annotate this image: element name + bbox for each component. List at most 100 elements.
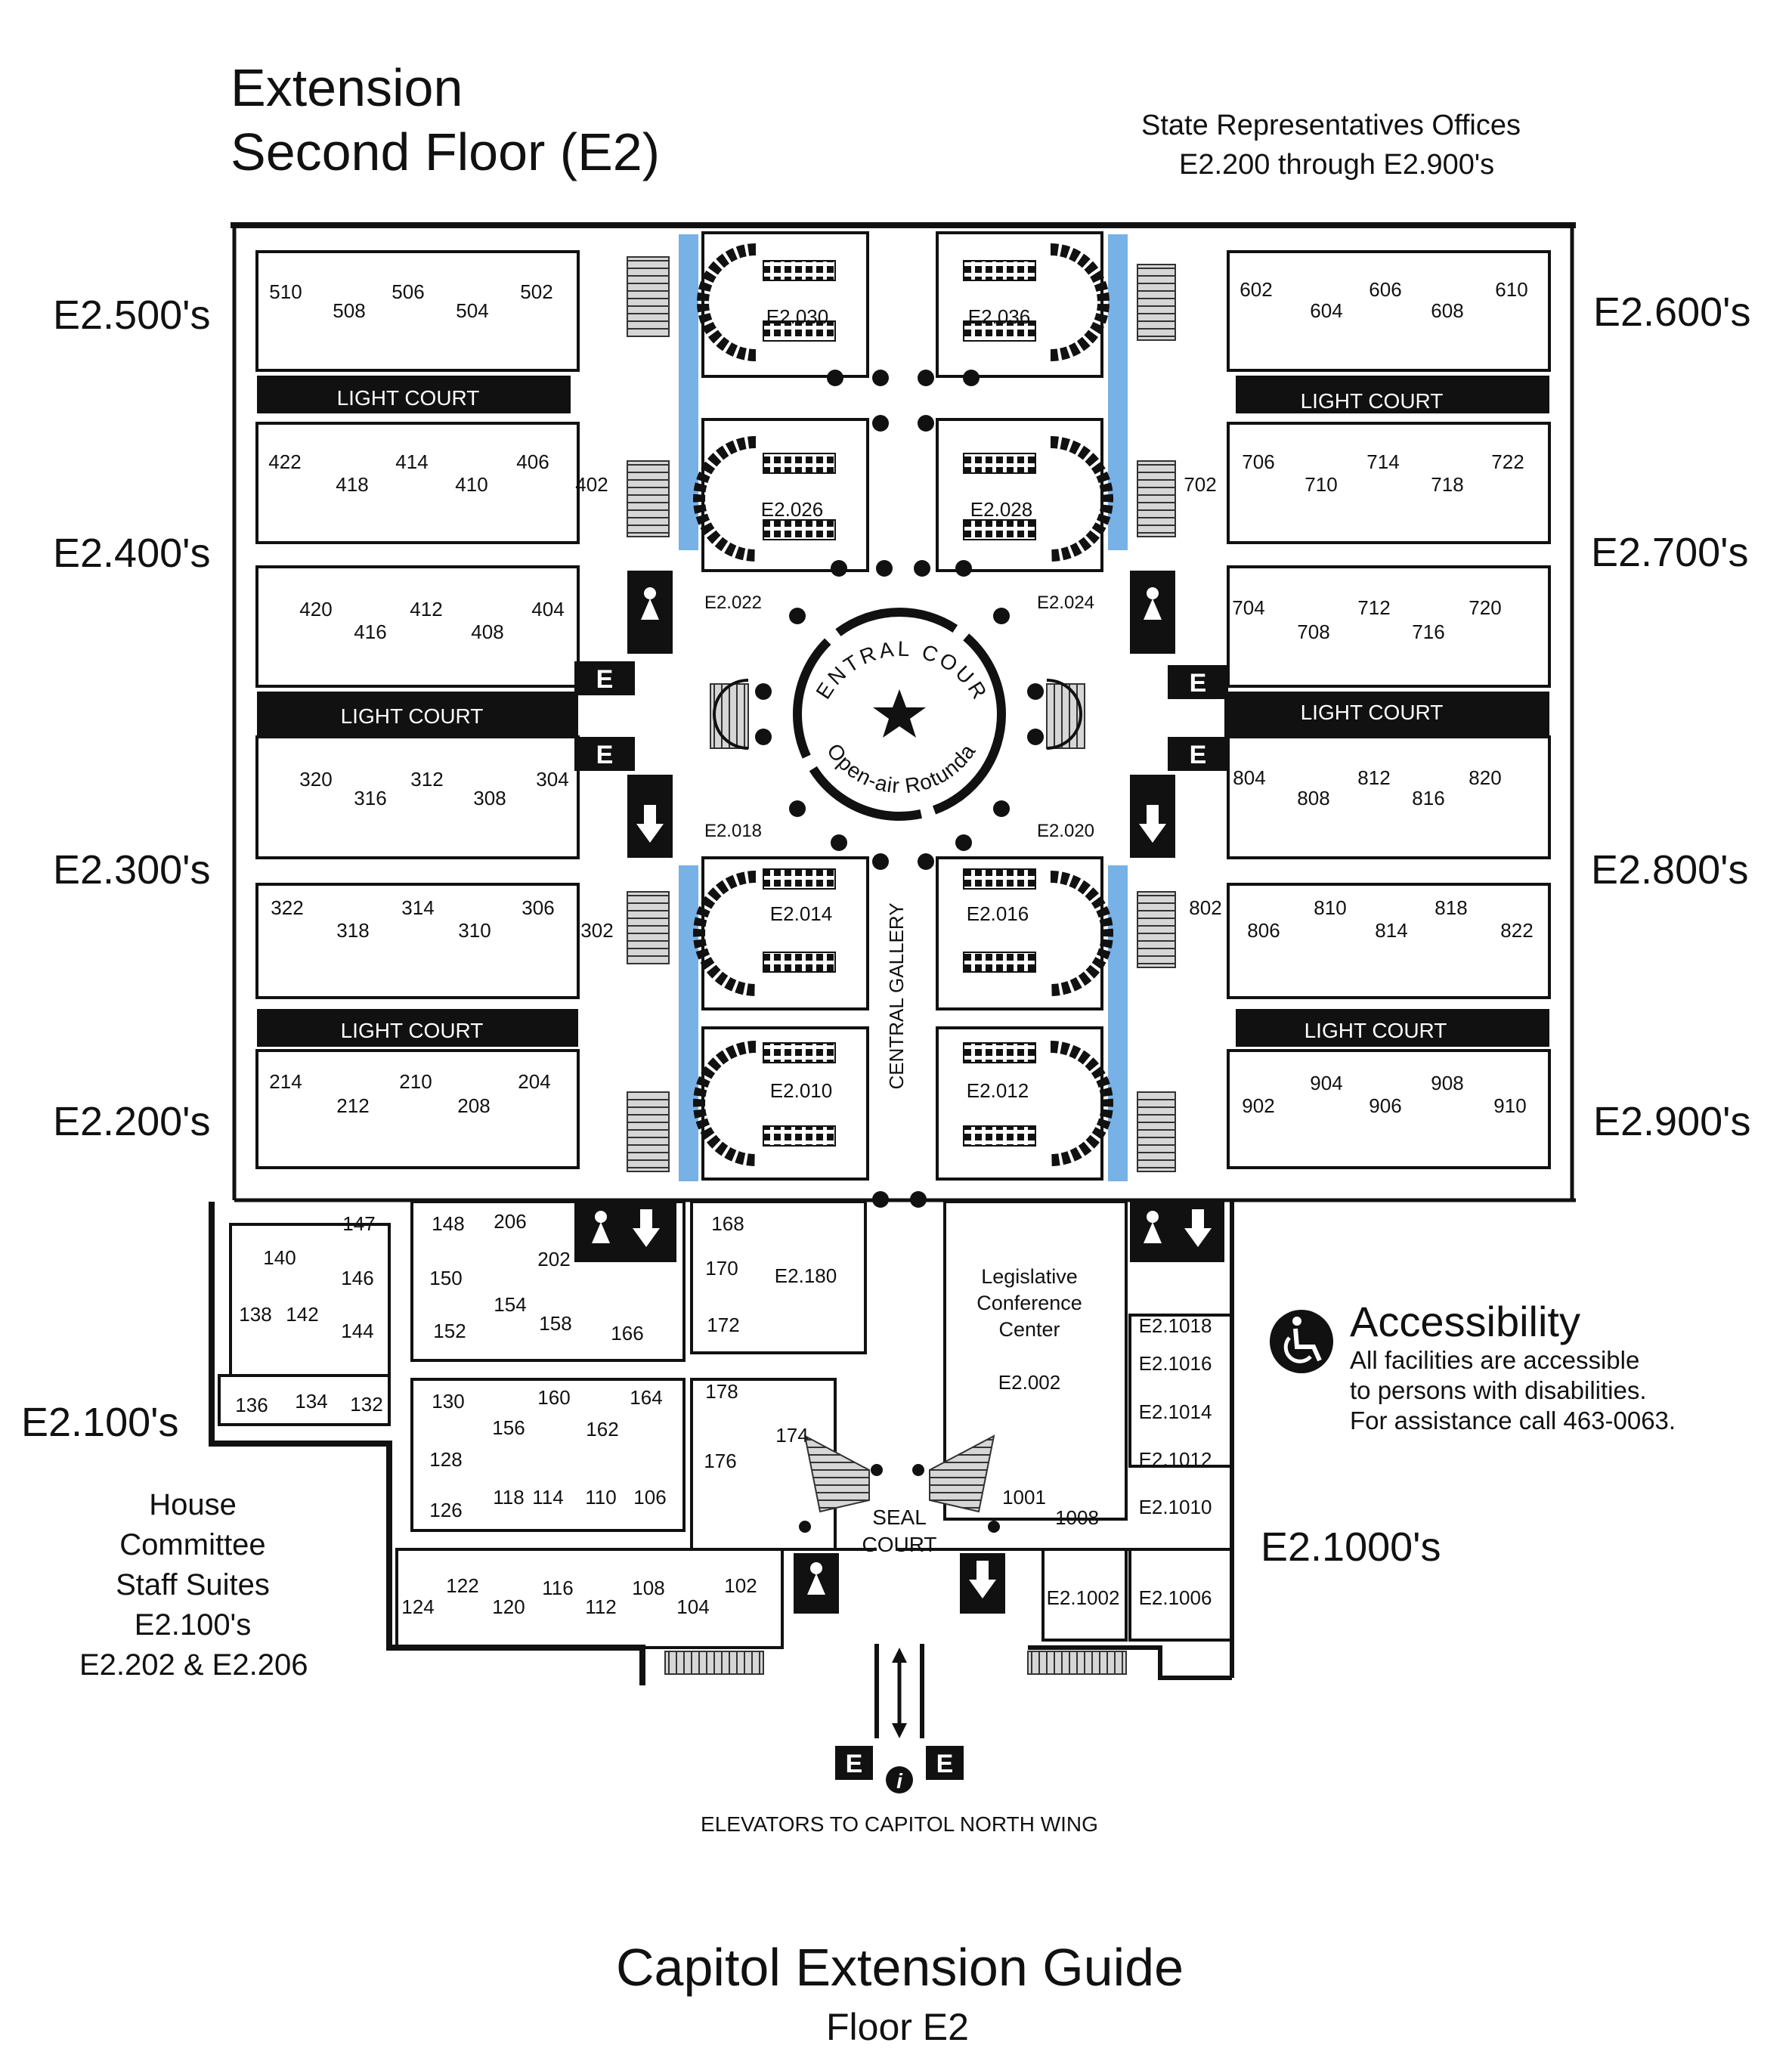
room-label: 1001 bbox=[1002, 1486, 1046, 1509]
wing-label-700: E2.700's bbox=[1591, 530, 1749, 575]
room-label: E2.036 bbox=[968, 305, 1030, 328]
room-label: E2.022 bbox=[704, 593, 762, 613]
room-label: E2.026 bbox=[761, 498, 823, 521]
room-label: 308 bbox=[473, 787, 506, 809]
restroom-and-elevator-icons bbox=[592, 587, 1212, 1598]
room-label: 1008 bbox=[1055, 1506, 1099, 1529]
room-label: 140 bbox=[263, 1246, 296, 1269]
wing-label-800: E2.800's bbox=[1591, 847, 1749, 893]
room-label: 132 bbox=[350, 1393, 382, 1416]
down-arrow-icon bbox=[636, 805, 664, 843]
room-label: 150 bbox=[429, 1267, 462, 1289]
elevator-shaft-walls bbox=[874, 1644, 924, 1738]
restroom-women-icon bbox=[1144, 1211, 1162, 1243]
central-court bbox=[793, 608, 1006, 821]
room-label: 712 bbox=[1357, 596, 1390, 619]
reps-heading-line1: State Representatives Offices bbox=[1141, 110, 1521, 141]
room-label: 320 bbox=[299, 768, 332, 791]
accessibility-line: to persons with disabilities. bbox=[1350, 1376, 1647, 1404]
elevator-icon: E bbox=[596, 665, 614, 694]
room-label: 706 bbox=[1242, 450, 1274, 473]
room-label: 806 bbox=[1247, 919, 1280, 942]
house-committee-line: Committee bbox=[119, 1528, 266, 1561]
wing-label-100: E2.100's bbox=[21, 1400, 179, 1445]
room-label: 152 bbox=[433, 1320, 466, 1342]
room-label: 160 bbox=[537, 1386, 570, 1409]
star-icon bbox=[873, 689, 926, 738]
corner-room-labels: E2.022 E2.024 E2.018 E2.020 bbox=[704, 593, 1094, 841]
room-label: 158 bbox=[539, 1312, 571, 1335]
room-label: 210 bbox=[399, 1070, 432, 1093]
footer-title: Capitol Extension Guide bbox=[616, 1938, 1184, 1997]
room-label: 606 bbox=[1369, 278, 1401, 301]
down-arrow-icon bbox=[1139, 805, 1166, 843]
wing-label-400: E2.400's bbox=[53, 531, 211, 576]
elevator-e-labels: E E E E E E bbox=[596, 665, 1207, 1778]
room-label: 204 bbox=[518, 1070, 550, 1093]
room-label: 162 bbox=[586, 1418, 618, 1441]
room-label: E2.030 bbox=[766, 305, 828, 328]
light-court-label: LIGHT COURT bbox=[1301, 389, 1444, 413]
wing-label-1000: E2.1000's bbox=[1261, 1524, 1441, 1570]
room-label: E2.012 bbox=[967, 1079, 1029, 1102]
svg-text:i: i bbox=[896, 1769, 903, 1793]
house-committee-line: House bbox=[149, 1488, 237, 1521]
room-label: 714 bbox=[1366, 450, 1399, 473]
svg-text:Open-air Rotunda: Open-air Rotunda bbox=[822, 739, 980, 797]
room-label: 720 bbox=[1469, 596, 1501, 619]
room-label: 602 bbox=[1240, 278, 1272, 301]
room-label: 604 bbox=[1310, 299, 1342, 322]
light-court-label: LIGHT COURT bbox=[341, 1019, 484, 1042]
conference-label: Center bbox=[998, 1318, 1060, 1341]
room-label: 412 bbox=[410, 598, 442, 620]
seal-court-label: COURT bbox=[862, 1533, 936, 1556]
house-committee-note: House Committee Staff Suites E2.100's E2… bbox=[79, 1485, 308, 1685]
restroom-women-icon bbox=[641, 587, 659, 620]
room-label: 147 bbox=[342, 1212, 375, 1235]
room-label: 120 bbox=[492, 1595, 525, 1618]
house-committee-line: Staff Suites bbox=[116, 1568, 270, 1602]
room-label: 322 bbox=[271, 896, 303, 919]
svg-text:CENTRAL COURT: CENTRAL COURT bbox=[0, 0, 992, 705]
room-label: 906 bbox=[1369, 1094, 1401, 1117]
reps-heading-line2: E2.200 through E2.900's bbox=[1179, 149, 1495, 181]
office-room-labels: 5105085065045024224184144104064024204164… bbox=[235, 278, 1533, 1618]
light-court-label: LIGHT COURT bbox=[337, 386, 480, 410]
room-label: 810 bbox=[1314, 896, 1346, 919]
columns bbox=[755, 370, 1044, 1533]
room-label: 116 bbox=[542, 1577, 573, 1599]
room-label: 902 bbox=[1242, 1094, 1274, 1117]
room-label: 502 bbox=[520, 280, 552, 303]
room-label: E2.024 bbox=[1037, 593, 1094, 613]
conference-label: Legislative bbox=[981, 1265, 1078, 1288]
room-label: 206 bbox=[494, 1210, 526, 1233]
accessibility-body: All facilities are accessible to persons… bbox=[1350, 1345, 1676, 1436]
footer-subtitle: Floor E2 bbox=[826, 2006, 969, 2048]
room-label: E2.180 bbox=[775, 1264, 837, 1287]
room-label: 138 bbox=[239, 1303, 271, 1326]
room-label: 148 bbox=[432, 1212, 464, 1235]
room-label: 144 bbox=[341, 1320, 373, 1342]
room-label: 110 bbox=[585, 1486, 616, 1509]
room-label: 106 bbox=[633, 1486, 666, 1509]
wing-label-200: E2.200's bbox=[53, 1099, 211, 1144]
accessibility-line: For assistance call 463-0063. bbox=[1350, 1407, 1676, 1434]
service-blocks bbox=[574, 571, 1228, 1780]
light-court-labels: LIGHT COURT LIGHT COURT LIGHT COURT LIGH… bbox=[337, 386, 1447, 1042]
room-label: 420 bbox=[299, 598, 332, 620]
restroom-women-icon bbox=[592, 1211, 610, 1243]
room-label: 166 bbox=[611, 1322, 643, 1345]
room-label: 416 bbox=[354, 620, 386, 643]
room-label: 302 bbox=[580, 919, 613, 942]
room-label: 610 bbox=[1495, 278, 1527, 301]
room-label: 402 bbox=[575, 473, 608, 496]
accessibility-line: All facilities are accessible bbox=[1350, 1346, 1640, 1374]
room-label: 134 bbox=[295, 1390, 327, 1413]
room-label: 126 bbox=[429, 1499, 462, 1521]
room-label: 316 bbox=[354, 787, 386, 809]
stair-half-domes bbox=[713, 679, 1082, 750]
room-label: E2.018 bbox=[704, 821, 762, 841]
seal-court-label: SEAL bbox=[872, 1506, 927, 1529]
room-label: 124 bbox=[401, 1595, 434, 1618]
room-label: 104 bbox=[676, 1595, 709, 1618]
